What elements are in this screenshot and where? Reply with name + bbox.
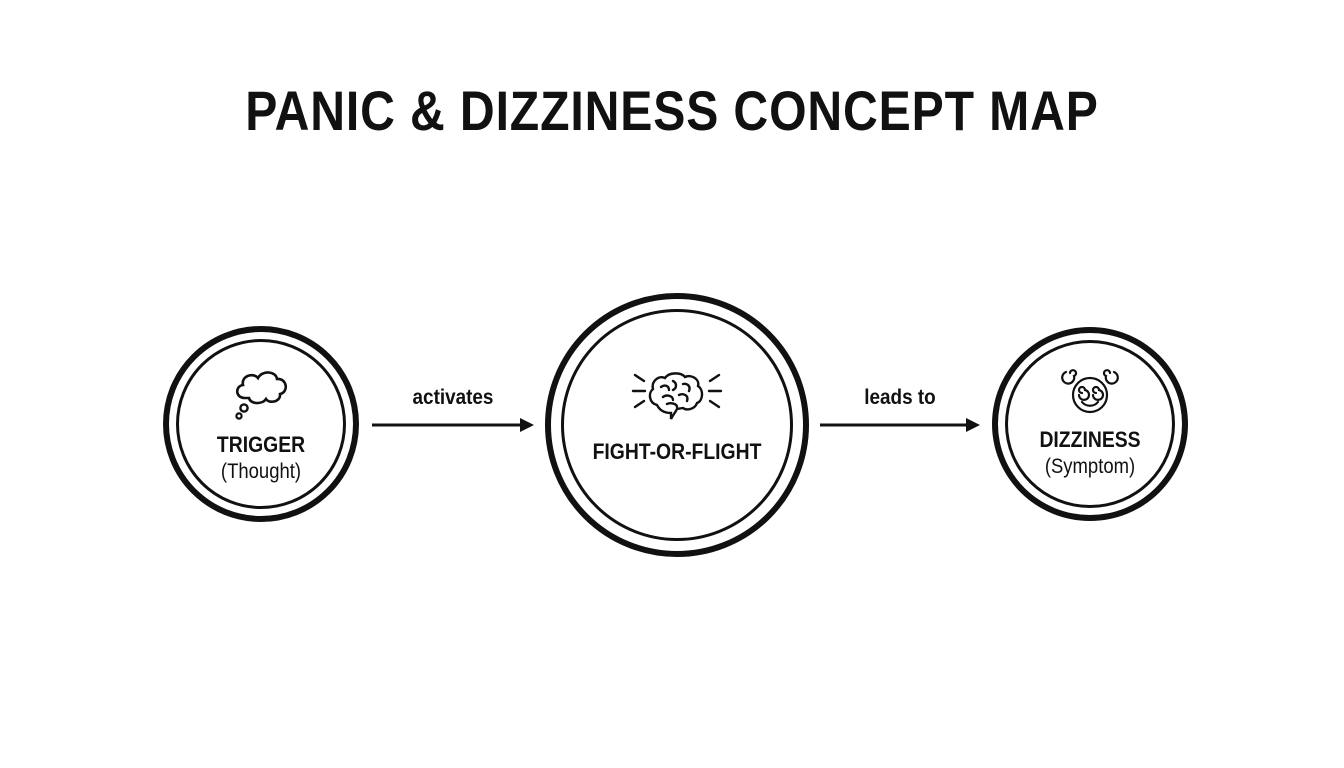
arrow-right-icon (372, 418, 534, 432)
page-title: PANIC & DIZZINESS CONCEPT MAP (245, 79, 1099, 142)
edge-leads-to: leads to (818, 386, 982, 436)
node-label: DIZZINESS (1039, 427, 1141, 452)
brain-icon (631, 372, 723, 420)
thought-bubble-icon (235, 371, 287, 420)
dizzy-face-icon (1061, 369, 1119, 414)
node-label: FIGHT-OR-FLIGHT (592, 439, 762, 464)
edge-activates: activates (370, 386, 536, 436)
node-trigger: TRIGGER (Thought) (163, 326, 359, 522)
node-label: TRIGGER (216, 432, 306, 457)
node-dizziness: DIZZINESS (Symptom) (992, 327, 1188, 521)
edge-label: leads to (864, 386, 936, 409)
edge-label: activates (412, 386, 494, 409)
node-fight-or-flight: FIGHT-OR-FLIGHT (545, 293, 809, 557)
node-sublabel: (Thought) (220, 460, 302, 483)
node-sublabel: (Symptom) (1044, 455, 1136, 478)
arrow-right-icon (820, 418, 980, 432)
